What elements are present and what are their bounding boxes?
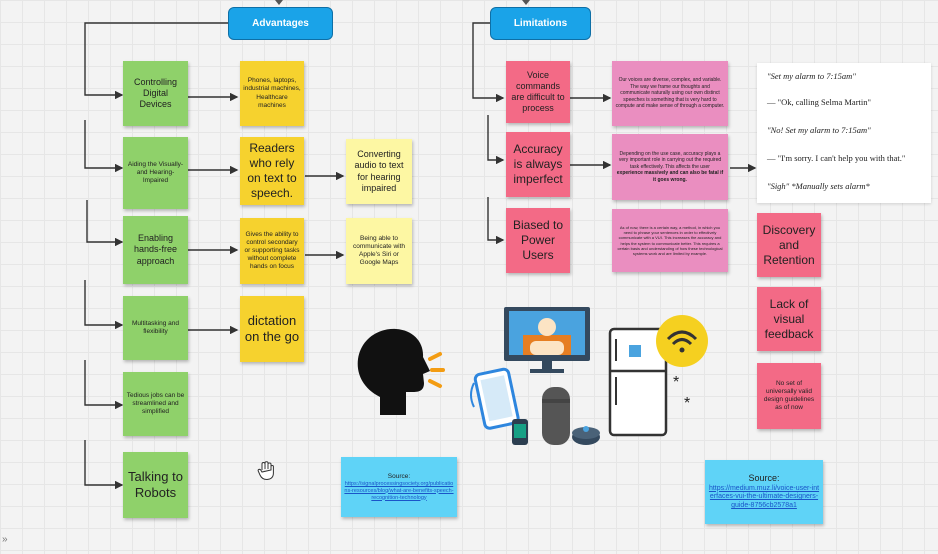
sticky-power-users-detail[interactable]: As of now, there is a certain way, a met… — [612, 209, 728, 272]
sticky-lack-visual-feedback[interactable]: Lack of visual feedback — [757, 287, 821, 351]
conversation-example-card[interactable]: "Set my alarm to 7:15am" — "Ok, calling … — [757, 63, 931, 203]
sticky-dictation[interactable]: dictation on the go — [240, 296, 304, 362]
sticky-source-right[interactable]: Source: https://medium.muz.li/voice-user… — [705, 460, 823, 524]
convo-line-4: — "I'm sorry. I can't help you with that… — [767, 153, 906, 163]
smart-devices-icon: * * — [470, 307, 708, 445]
sticky-voice-commands-difficult[interactable]: Voice commands are difficult to process — [506, 61, 570, 123]
sticky-controlling-digital-devices[interactable]: Controlling Digital Devices — [123, 61, 188, 126]
limitations-header[interactable]: Limitations — [490, 7, 591, 40]
sticky-hands-free[interactable]: Enabling hands-free approach — [123, 216, 188, 284]
sticky-accuracy-imperfect[interactable]: Accuracy is always imperfect — [506, 132, 570, 197]
sticky-devices-detail[interactable]: Phones, laptops, industrial machines, He… — [240, 61, 304, 126]
sticky-source-left[interactable]: Source: https://signalprocessingsociety.… — [341, 457, 457, 517]
sticky-discovery-retention[interactable]: Discovery and Retention — [757, 213, 821, 277]
accuracy-detail-text: Depending on the use case, accuracy play… — [618, 150, 722, 170]
sticky-siri-google[interactable]: Being able to communicate with Apple's S… — [346, 218, 412, 284]
sticky-audio-to-text[interactable]: Converting audio to text for hearing imp… — [346, 139, 412, 204]
sticky-tedious-jobs[interactable]: Tedious jobs can be streamlined and simp… — [123, 372, 188, 436]
convo-line-1: "Set my alarm to 7:15am" — [767, 71, 856, 81]
source-left-link[interactable]: https://signalprocessingsociety.org/publ… — [344, 480, 454, 501]
convo-line-5: "Sigh" *Manually sets alarm* — [767, 181, 870, 191]
sticky-talking-to-robots[interactable]: Talking to Robots — [123, 452, 188, 518]
sticky-multitasking[interactable]: Multitasking and flexibility — [123, 296, 188, 360]
svg-text:*: * — [673, 374, 679, 391]
expand-panel-icon[interactable]: » — [2, 534, 8, 545]
sticky-no-design-guidelines[interactable]: No set of universally valid design guide… — [757, 363, 821, 429]
sticky-secondary-tasks[interactable]: Gives the ability to control secondary o… — [240, 218, 304, 284]
sticky-accuracy-detail[interactable]: Depending on the use case, accuracy play… — [612, 134, 728, 200]
source-right-title: Source: — [748, 473, 780, 484]
sticky-voice-complexity-detail[interactable]: Our voices are diverse, complex, and var… — [612, 61, 728, 126]
sticky-aiding-impaired[interactable]: Aiding the Visually- and Hearing-Impaire… — [123, 137, 188, 209]
svg-text:*: * — [684, 395, 690, 412]
speaking-head-icon — [357, 328, 445, 415]
accuracy-detail-emphasis: experience massively and can also be fat… — [616, 170, 724, 183]
sticky-biased-power-users[interactable]: Biased to Power Users — [506, 208, 570, 273]
sticky-text-to-speech[interactable]: Readers who rely on text to speech. — [240, 137, 304, 205]
top-anchor-marker — [275, 0, 283, 5]
source-right-link[interactable]: https://medium.muz.li/voice-user-interfa… — [708, 484, 820, 510]
convo-line-3: "No! Set my alarm to 7:15am" — [767, 125, 871, 135]
source-left-title: Source: — [387, 472, 411, 480]
advantages-header[interactable]: Advantages — [228, 7, 333, 40]
top-anchor-marker — [522, 0, 530, 5]
hand-cursor-icon — [257, 461, 274, 481]
convo-line-2: — "Ok, calling Selma Martin" — [767, 97, 871, 107]
